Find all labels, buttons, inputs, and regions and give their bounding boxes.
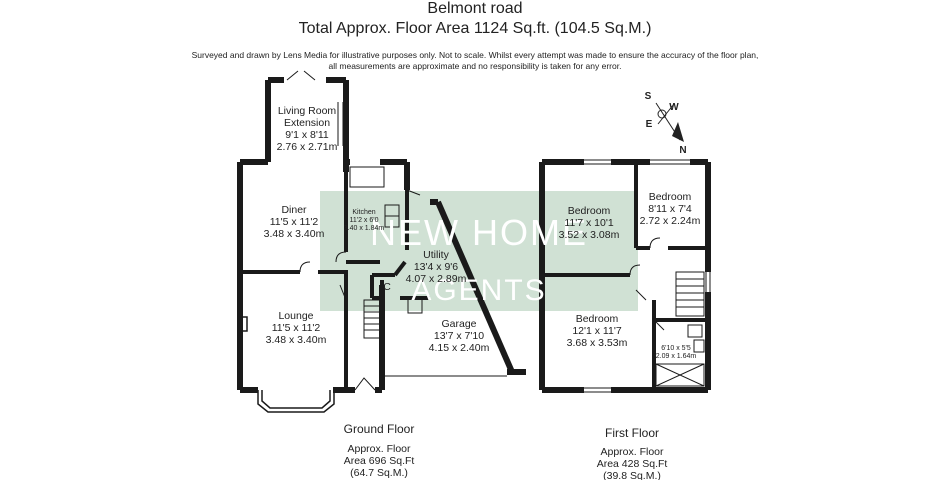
ground-floor-plan — [237, 70, 526, 413]
ground-doors — [299, 189, 421, 391]
lounge-bay-window — [257, 390, 335, 413]
room-garage: Garage 13'7 x 7'10 4.15 x 2.40m — [429, 318, 490, 354]
plan-title: Belmont road — [427, 0, 523, 17]
bathroom-imperial: 6'10 x 5'5 — [661, 345, 691, 352]
utility-metric: 4.07 x 2.89m — [406, 273, 467, 285]
bedroom2-metric: 2.72 x 2.24m — [640, 215, 701, 227]
disclaimer-line-1: Surveyed and drawn by Lens Media for ill… — [191, 50, 759, 60]
kitchen-imperial: 11'2 x 6'0 — [349, 217, 378, 224]
ground-area-line-2: Area 696 Sq.Ft — [344, 455, 415, 467]
first-floor-plan — [539, 159, 711, 393]
compass-s: S — [645, 91, 652, 102]
kitchen-name: Kitchen — [352, 209, 375, 216]
lounge-name: Lounge — [278, 310, 313, 322]
room-diner: Diner 11'5 x 11'2 3.48 x 3.40m — [264, 204, 325, 240]
bedroom3-imperial: 12'1 x 11'7 — [572, 325, 622, 337]
ground-area-line-3: (64.7 Sq.M.) — [350, 467, 408, 479]
first-floor-label: First Floor — [605, 426, 659, 440]
bathroom-fittings — [655, 324, 705, 387]
kitchen-metric: 3.40 x 1.84m — [344, 225, 385, 232]
north-arrow-icon — [672, 122, 684, 142]
bedroom1-name: Bedroom — [568, 205, 611, 217]
first-floor-caption: First Floor Approx. Floor Area 428 Sq.Ft… — [597, 426, 668, 480]
watermark-line-1: NEW HOME — [370, 212, 588, 253]
lounge-imperial: 11'5 x 11'2 — [272, 322, 321, 334]
extension-imperial: 9'1 x 8'11 — [285, 129, 329, 141]
first-windows — [584, 159, 711, 393]
bedroom3-name: Bedroom — [576, 313, 619, 325]
garage-walls — [430, 199, 526, 375]
first-area-line-1: Approx. Floor — [600, 446, 664, 458]
garage-metric: 4.15 x 2.40m — [429, 342, 490, 354]
total-area: Total Approx. Floor Area 1124 Sq.ft. (10… — [298, 20, 652, 37]
utility-imperial: 13'4 x 9'6 — [414, 261, 458, 273]
first-doors — [629, 237, 665, 331]
first-stairs — [675, 271, 705, 317]
kitchen-units — [349, 166, 400, 228]
bedroom1-imperial: 11'7 x 10'1 — [564, 217, 614, 229]
room-lounge: Lounge 11'5 x 11'2 3.48 x 3.40m — [266, 310, 327, 346]
room-utility: Utility 13'4 x 9'6 4.07 x 2.89m — [406, 249, 467, 285]
compass-n: N — [679, 145, 686, 156]
ground-floor-caption: Ground Floor Approx. Floor Area 696 Sq.F… — [344, 422, 415, 479]
utility-sink — [407, 298, 423, 314]
ground-floor-label: Ground Floor — [344, 422, 415, 436]
bathroom-metric: 2.09 x 1.64m — [656, 353, 697, 360]
first-area-line-3: (39.8 Sq.M.) — [603, 470, 661, 480]
extension-walls — [265, 77, 349, 162]
bedroom2-imperial: 8'11 x 7'4 — [648, 203, 692, 215]
room-bedroom-1: Bedroom 11'7 x 10'1 3.52 x 3.08m — [559, 205, 620, 241]
garage-imperial: 13'7 x 7'10 — [434, 330, 484, 342]
disclaimer: Surveyed and drawn by Lens Media for ill… — [0, 50, 950, 72]
room-extension: Living Room Extension 9'1 x 8'11 2.76 x … — [277, 105, 338, 153]
diner-name: Diner — [281, 204, 307, 216]
cupboard-label: C — [383, 281, 391, 293]
compass: S W E N — [645, 91, 687, 156]
first-internal-walls — [542, 162, 708, 390]
disclaimer-line-2: all measurements are approximate and no … — [328, 61, 622, 71]
lounge-metric: 3.48 x 3.40m — [266, 334, 327, 346]
compass-w: W — [669, 102, 679, 113]
fireplace — [240, 316, 248, 332]
bedroom1-metric: 3.52 x 3.08m — [559, 229, 620, 241]
ground-area-line-1: Approx. Floor — [347, 443, 411, 455]
room-kitchen: Kitchen 11'2 x 6'0 3.40 x 1.84m — [344, 209, 385, 232]
room-bedroom-3: Bedroom 12'1 x 11'7 3.68 x 3.53m — [567, 313, 628, 349]
extension-window — [337, 102, 344, 146]
garage-name: Garage — [441, 318, 476, 330]
ground-internal-walls — [240, 172, 430, 390]
diner-metric: 3.48 x 3.40m — [264, 228, 325, 240]
bedroom3-metric: 3.68 x 3.53m — [567, 337, 628, 349]
compass-e: E — [646, 119, 653, 130]
room-bathroom: 6'10 x 5'5 2.09 x 1.64m — [656, 345, 697, 360]
bedroom2-name: Bedroom — [649, 191, 692, 203]
watermark-line-2: AGENTS — [411, 274, 546, 307]
utility-name: Utility — [423, 249, 449, 261]
room-bedroom-2: Bedroom 8'11 x 7'4 2.72 x 2.24m — [640, 191, 701, 227]
extension-metric: 2.76 x 2.71m — [277, 141, 338, 153]
extension-name-2: Extension — [284, 117, 330, 129]
french-doors — [286, 70, 316, 81]
diner-imperial: 11'5 x 11'2 — [270, 216, 319, 228]
first-area-line-2: Area 428 Sq.Ft — [597, 458, 668, 470]
extension-name-1: Living Room — [278, 105, 337, 117]
